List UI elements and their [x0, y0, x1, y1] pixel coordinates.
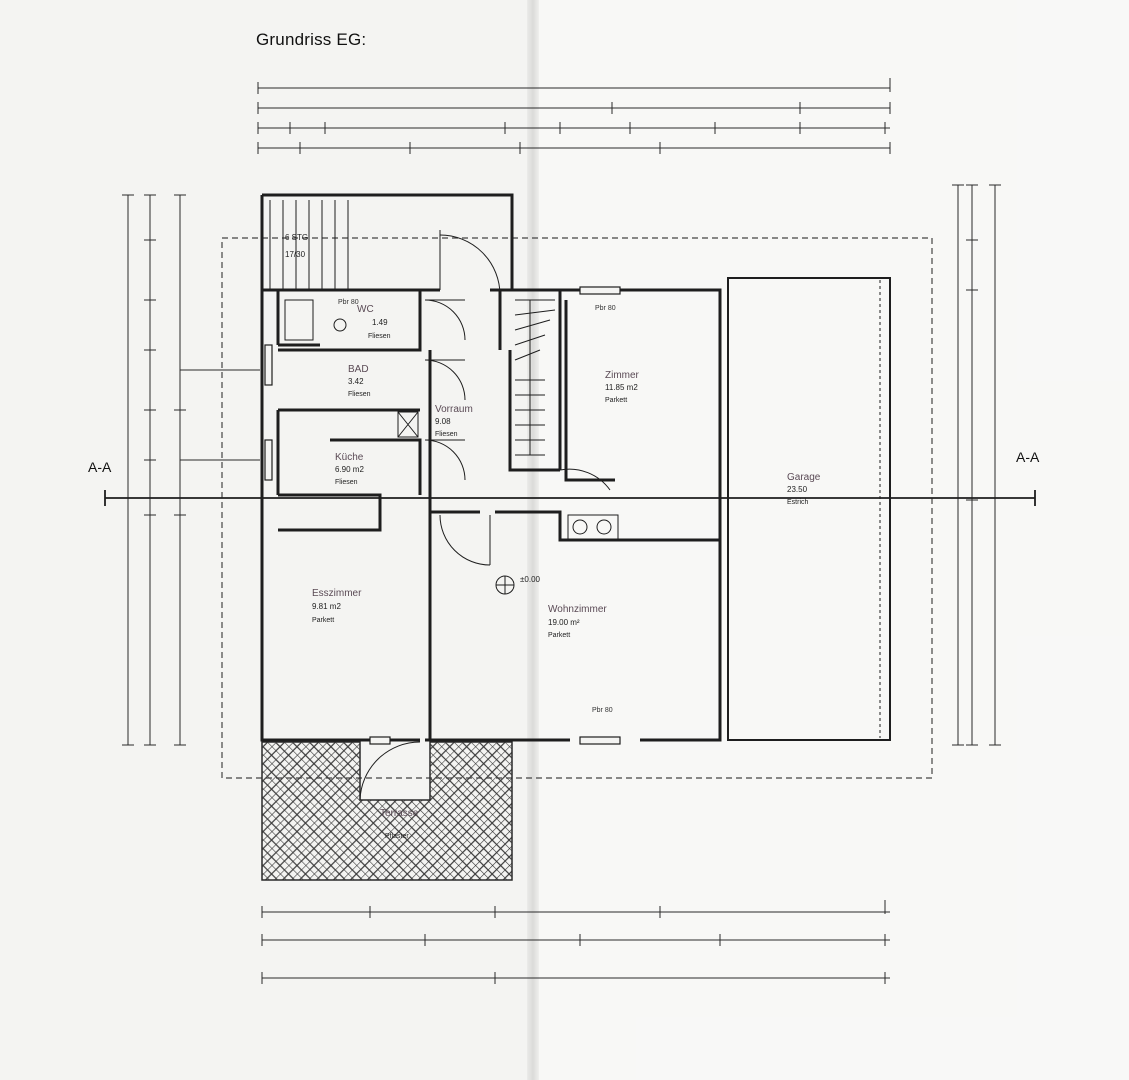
esszimmer-floor: Parkett	[312, 617, 334, 624]
wc-name: WC	[357, 304, 374, 315]
zimmer-area: 11.85 m2	[605, 383, 638, 392]
zimmer-name: Zimmer	[605, 370, 640, 381]
left-dimension-chains	[122, 194, 260, 746]
section-label-right: A-A	[1016, 449, 1040, 465]
stair-ratio: 17/30	[285, 250, 306, 259]
section-line	[104, 490, 1036, 506]
bad-floor: Fliesen	[348, 391, 371, 398]
garage-floor: Estrich	[787, 499, 809, 506]
windows	[264, 286, 621, 745]
stair-label: 6 STG	[285, 233, 308, 242]
esszimmer-area: 9.81 m2	[312, 602, 341, 611]
wohnzimmer-area: 19.00 m²	[548, 618, 580, 627]
walls	[260, 193, 891, 742]
wc-floor: Fliesen	[368, 333, 391, 340]
vorraum-floor: Fliesen	[435, 431, 458, 438]
wc-area: 1.49	[372, 318, 388, 327]
terrasse-floor: Pflaster	[385, 833, 409, 840]
fixtures	[284, 299, 619, 595]
garage-name: Garage	[787, 472, 821, 483]
bad-name: BAD	[348, 364, 369, 375]
roof-outline	[221, 237, 933, 779]
entrance-stair	[269, 200, 349, 290]
bad-area: 3.42	[348, 377, 364, 386]
wohnzimmer-floor: Parkett	[548, 632, 570, 639]
kueche-floor: Fliesen	[335, 479, 358, 486]
wohnzimmer-parapet: Pbr 80	[592, 707, 613, 714]
zimmer-parapet: Pbr 80	[595, 305, 616, 312]
top-dimension-chains	[257, 78, 891, 154]
scan-fold-line	[527, 0, 539, 1080]
plan-title: Grundriss EG:	[256, 30, 367, 49]
internal-stair	[514, 299, 556, 456]
zimmer-floor: Parkett	[605, 397, 627, 404]
door-swings	[359, 230, 611, 801]
garage-area: 23.50	[787, 485, 808, 494]
bottom-dimension-chains	[261, 900, 890, 984]
wc-parapet: Pbr 80	[338, 299, 359, 306]
kueche-name: Küche	[335, 452, 364, 463]
kueche-area: 6.90 m2	[335, 465, 364, 474]
right-dimension-chains	[952, 184, 1001, 746]
vorraum-area: 9.08	[435, 417, 451, 426]
level-marker: ±0.00	[520, 575, 541, 584]
terrasse-name: Terrasse	[380, 808, 419, 819]
wohnzimmer-name: Wohnzimmer	[548, 604, 607, 615]
section-label-left: A-A	[88, 459, 112, 475]
esszimmer-name: Esszimmer	[312, 588, 362, 599]
vorraum-name: Vorraum	[435, 404, 473, 415]
